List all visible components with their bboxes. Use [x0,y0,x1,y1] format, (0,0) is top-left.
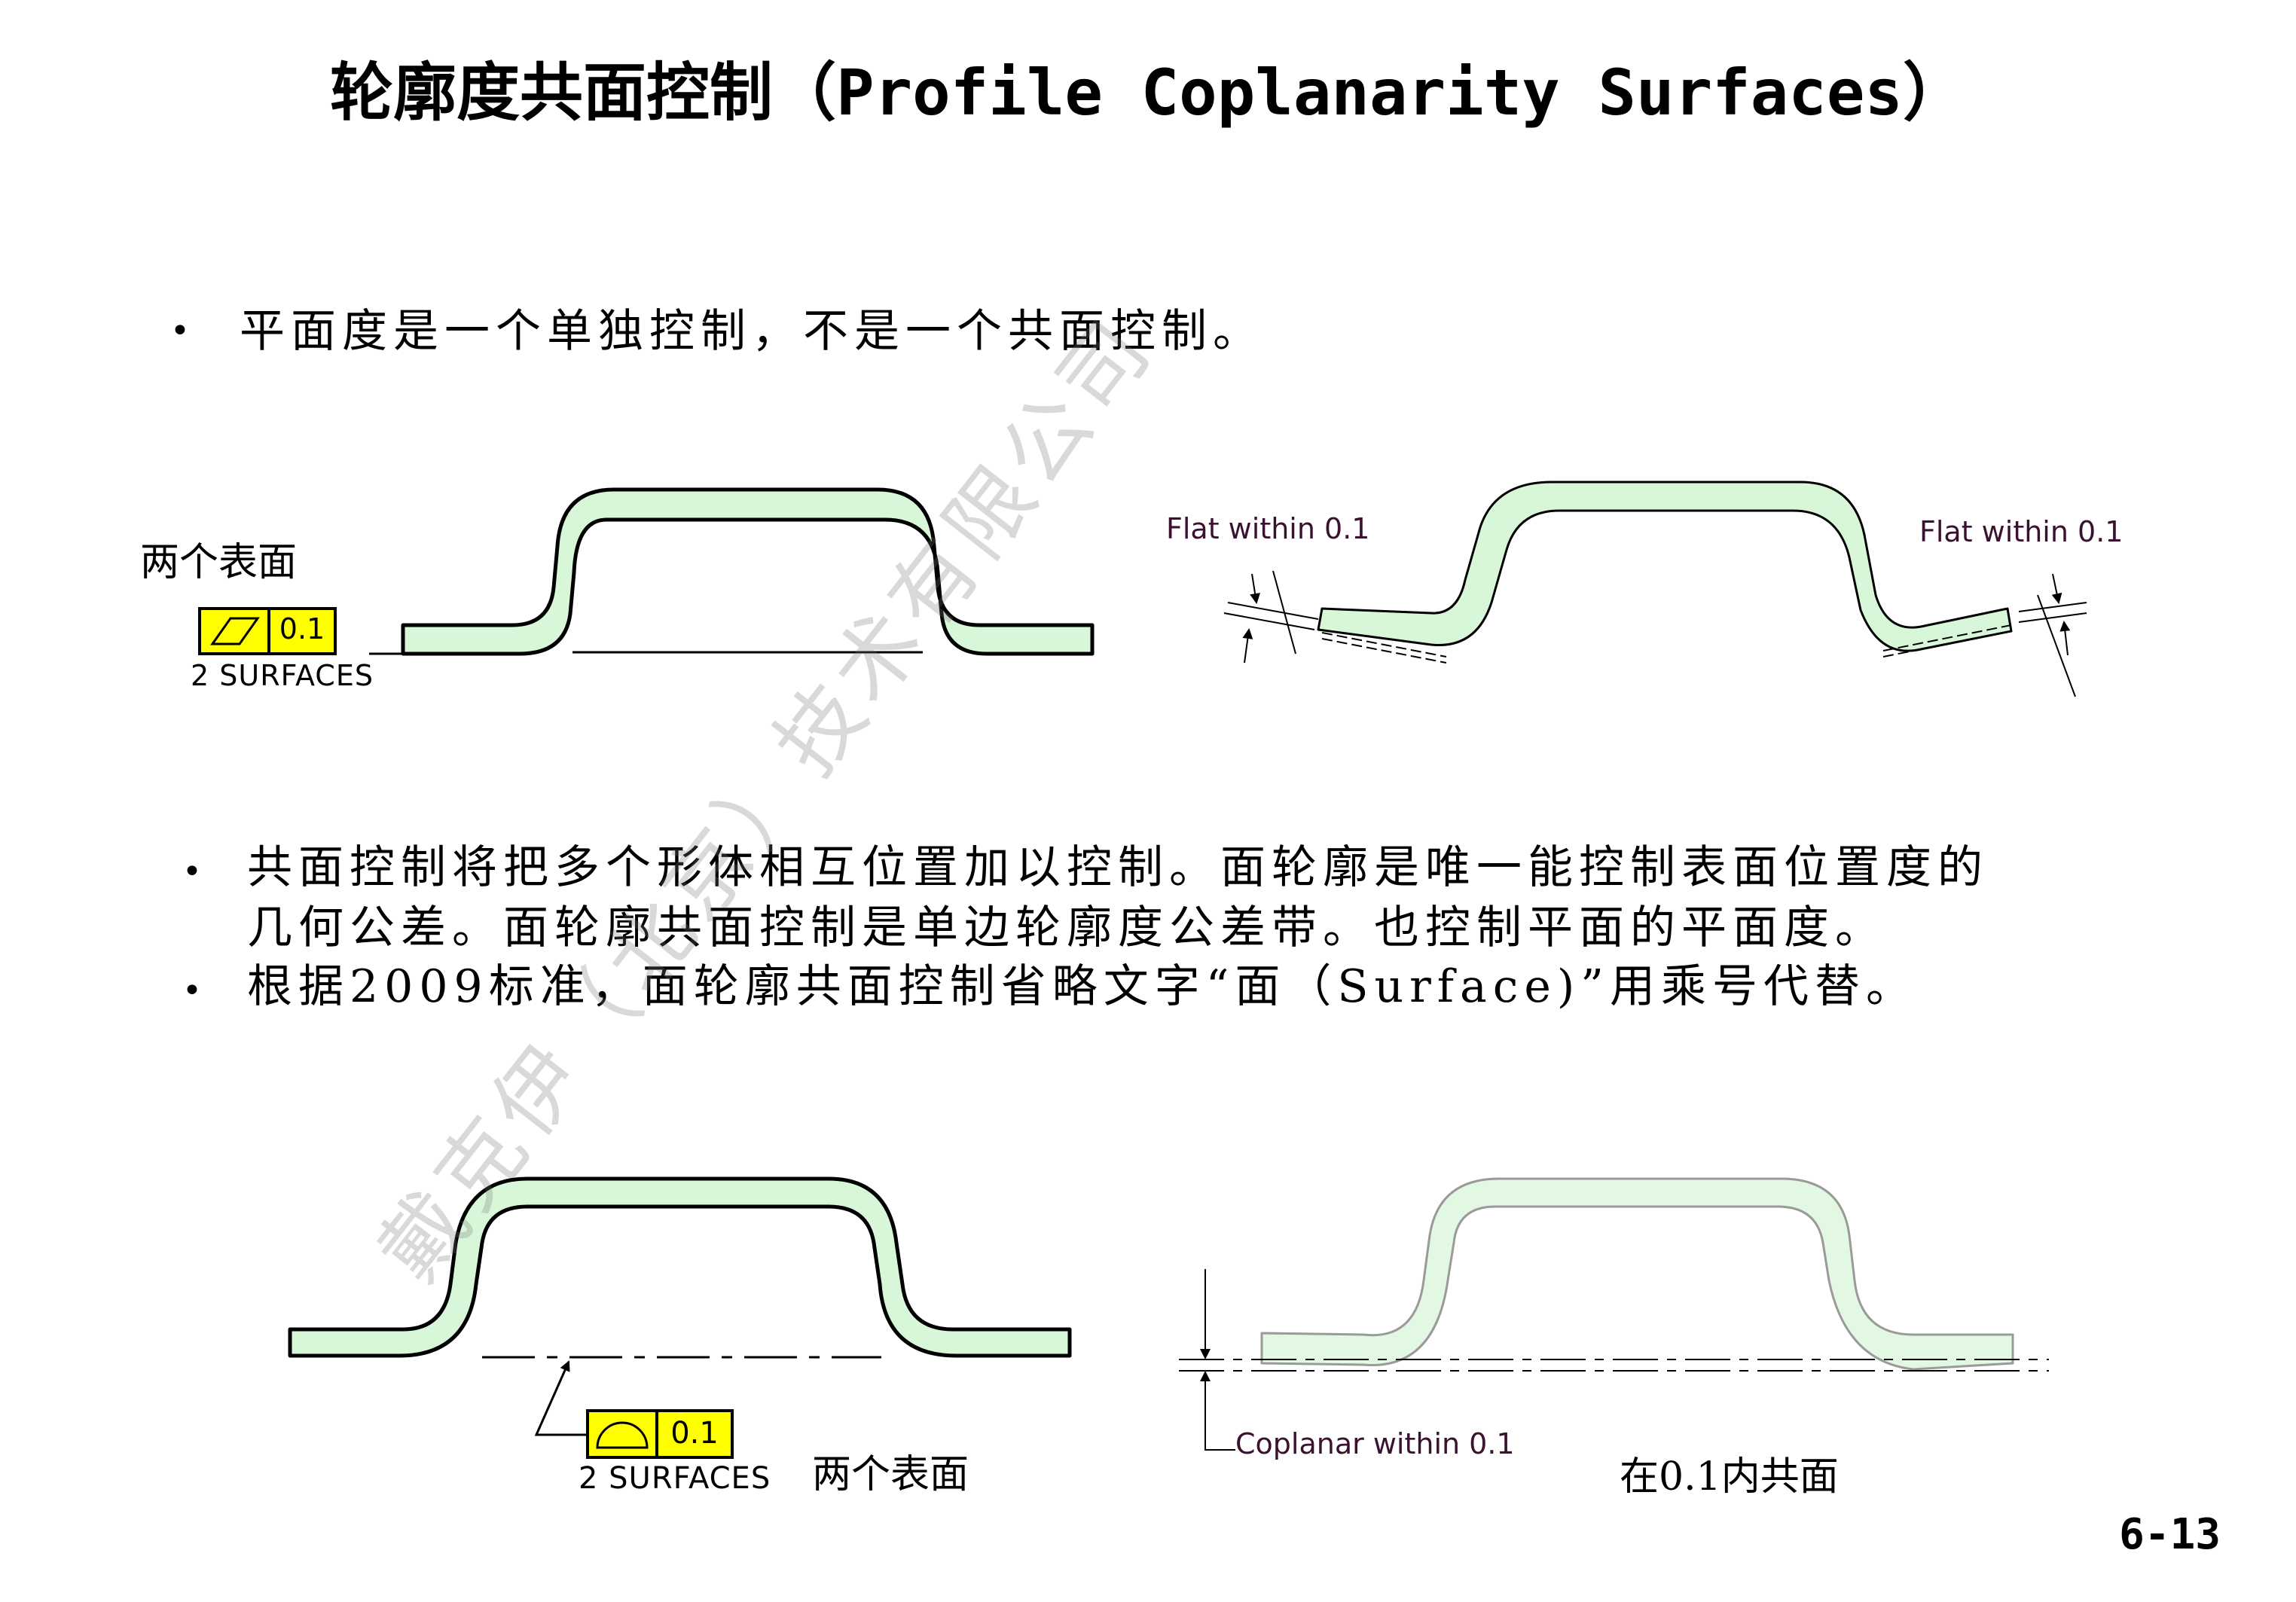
bottom-right-part [1179,1177,2049,1372]
bullet-flatness-statement: 平面度是一个单独控制，不是一个共面控制。 [240,305,1264,358]
fcf-surface-profile [586,1409,734,1459]
flat-callout-right: Flat within 0.1 [1919,515,2123,548]
bullet-marker: • [182,972,202,1010]
bullet-2009-standard: 根据2009标准，面轮廓共面控制省略文字“面（Surface)”用乘号代替。 [247,960,1917,1013]
coplanar-callout: Coplanar within 0.1 [1235,1427,1515,1460]
two-surfaces-label: 两个表面 [140,540,298,585]
bottom-left-part [288,1176,1072,1359]
bottom-right-dimension [1200,1269,1235,1451]
fcf-note: 2 SURFACES [191,659,374,692]
fcf-tolerance-value: 0.1 [279,612,325,645]
bullet-coplanar-line2: 几何公差。面轮廓共面控制是单边轮廓度公差带。也控制平面的平面度。 [247,902,1886,954]
flatness-icon [210,617,260,645]
top-right-left-dimension [1223,570,1319,664]
flat-callout-left: Flat within 0.1 [1166,512,1370,545]
fcf-tolerance-value: 0.1 [670,1416,719,1451]
top-right-right-dimension [2018,573,2087,697]
top-right-part [1317,481,2013,664]
coplanar-label: 在0.1内共面 [1620,1454,1839,1500]
bottom-left-leader [534,1360,588,1436]
top-left-part [369,487,1095,656]
bullet-marker: • [182,853,202,891]
surface-profile-icon [596,1421,649,1449]
fcf-flatness [198,607,337,655]
page-number: 6-13 [2119,1510,2221,1559]
page-title: 轮廓度共面控制（Profile Coplanarity Surfaces） [329,56,1967,130]
bullet-marker: • [170,312,190,350]
two-surfaces-label: 两个表面 [812,1452,969,1497]
bullet-coplanar-line1: 共面控制将把多个形体相互位置加以控制。面轮廓是唯一能控制表面位置度的 [247,841,1989,894]
fcf-note: 2 SURFACES [579,1461,771,1496]
